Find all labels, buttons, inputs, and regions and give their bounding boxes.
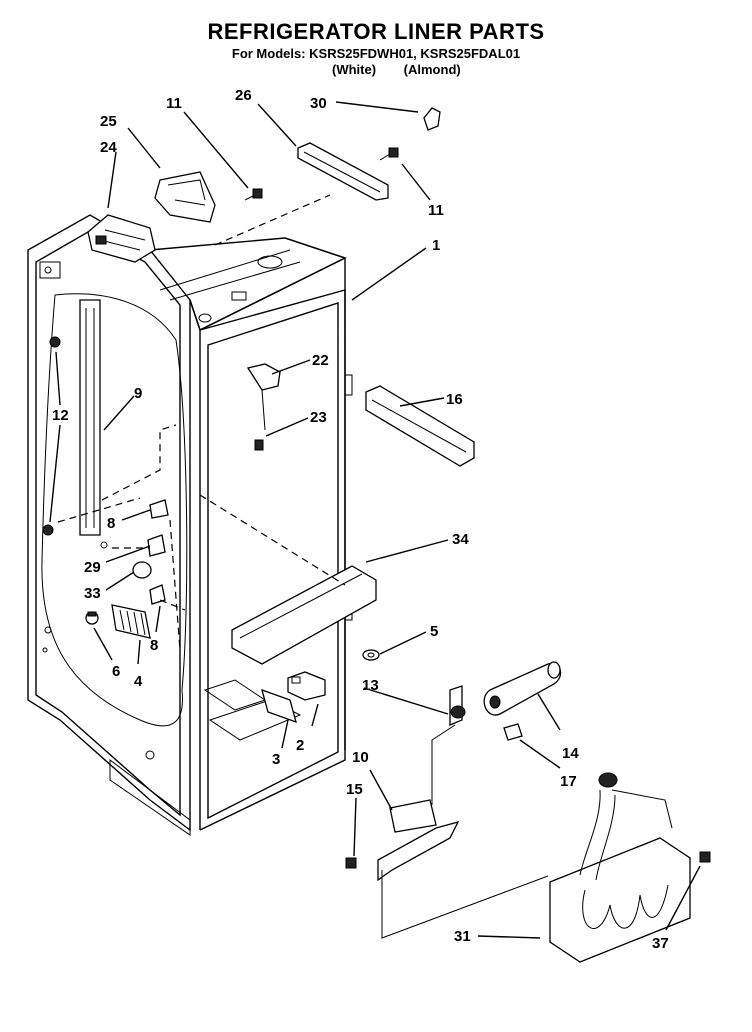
callout-23: 23 xyxy=(310,409,327,426)
model-variants: (White) (Almond) xyxy=(332,62,461,77)
leader-lines xyxy=(49,101,701,939)
callout-25: 25 xyxy=(100,113,117,130)
screw-part-12 xyxy=(42,336,61,536)
bracket-part-22 xyxy=(246,363,281,431)
callout-4: 4 xyxy=(134,673,143,690)
assembly-lines xyxy=(57,194,549,939)
shelf-part-34 xyxy=(231,565,377,665)
bracket-part-10 xyxy=(377,799,460,882)
callout-33: 33 xyxy=(84,585,101,602)
light-shield-part-4 xyxy=(111,604,151,639)
callout-30: 30 xyxy=(310,95,327,112)
page-title: REFRIGERATOR LINER PARTS xyxy=(207,19,545,44)
callout-14: 14 xyxy=(562,745,579,762)
screw-part-11-left xyxy=(244,188,263,201)
clip-part-30 xyxy=(423,107,441,131)
screw-part-15 xyxy=(345,857,357,869)
clip-part-17 xyxy=(503,723,523,741)
evaporator-part-31 xyxy=(549,772,691,963)
callout-10: 10 xyxy=(352,749,369,766)
rail-part-9 xyxy=(79,299,101,536)
bulb-part-33 xyxy=(132,561,152,579)
duct-assembly-part-24 xyxy=(87,214,156,263)
callout-17: 17 xyxy=(560,773,577,790)
callout-15: 15 xyxy=(346,781,363,798)
callout-8-upper: 8 xyxy=(107,515,115,532)
screw-part-37 xyxy=(699,851,711,863)
callout-2: 2 xyxy=(296,737,304,754)
bracket-part-3 xyxy=(261,688,297,724)
models-line: For Models: KSRS25FDWH01, KSRS25FDAL01 xyxy=(231,46,521,61)
rail-part-16 xyxy=(365,385,475,467)
callout-3: 3 xyxy=(272,751,280,768)
screw-part-23 xyxy=(254,439,264,451)
callout-13: 13 xyxy=(362,677,379,694)
callout-12: 12 xyxy=(52,407,69,424)
variant-almond: (Almond) xyxy=(403,62,461,77)
screw-part-11-right xyxy=(379,147,399,161)
callout-5: 5 xyxy=(430,623,438,640)
callout-labels: 25 24 11 26 30 11 1 22 23 16 9 12 8 29 3… xyxy=(52,87,669,952)
callout-6: 6 xyxy=(112,663,120,680)
variant-white: (White) xyxy=(332,62,377,77)
callout-11-top: 11 xyxy=(166,95,182,112)
callout-16: 16 xyxy=(446,391,463,408)
fastener-part-6 xyxy=(85,611,99,625)
callout-11-right: 11 xyxy=(428,202,444,219)
callout-8-lower: 8 xyxy=(150,637,158,654)
cylinder-part-14 xyxy=(483,661,562,716)
socket-part-29 xyxy=(100,534,166,557)
grommet-part-5 xyxy=(362,649,380,661)
callout-29: 29 xyxy=(84,559,101,576)
callout-9: 9 xyxy=(134,385,142,402)
callout-37: 37 xyxy=(652,935,669,952)
thermostat-part-13 xyxy=(431,685,466,805)
callout-31: 31 xyxy=(454,928,471,945)
callout-22: 22 xyxy=(312,352,329,369)
bracket-part-25 xyxy=(154,171,216,223)
callout-26: 26 xyxy=(235,87,252,104)
callout-34: 34 xyxy=(452,531,469,548)
socket-part-8 xyxy=(149,499,169,605)
bracket-part-2 xyxy=(287,671,326,701)
rail-part-26 xyxy=(297,142,389,201)
callout-1: 1 xyxy=(432,237,440,254)
callout-24: 24 xyxy=(100,139,117,156)
